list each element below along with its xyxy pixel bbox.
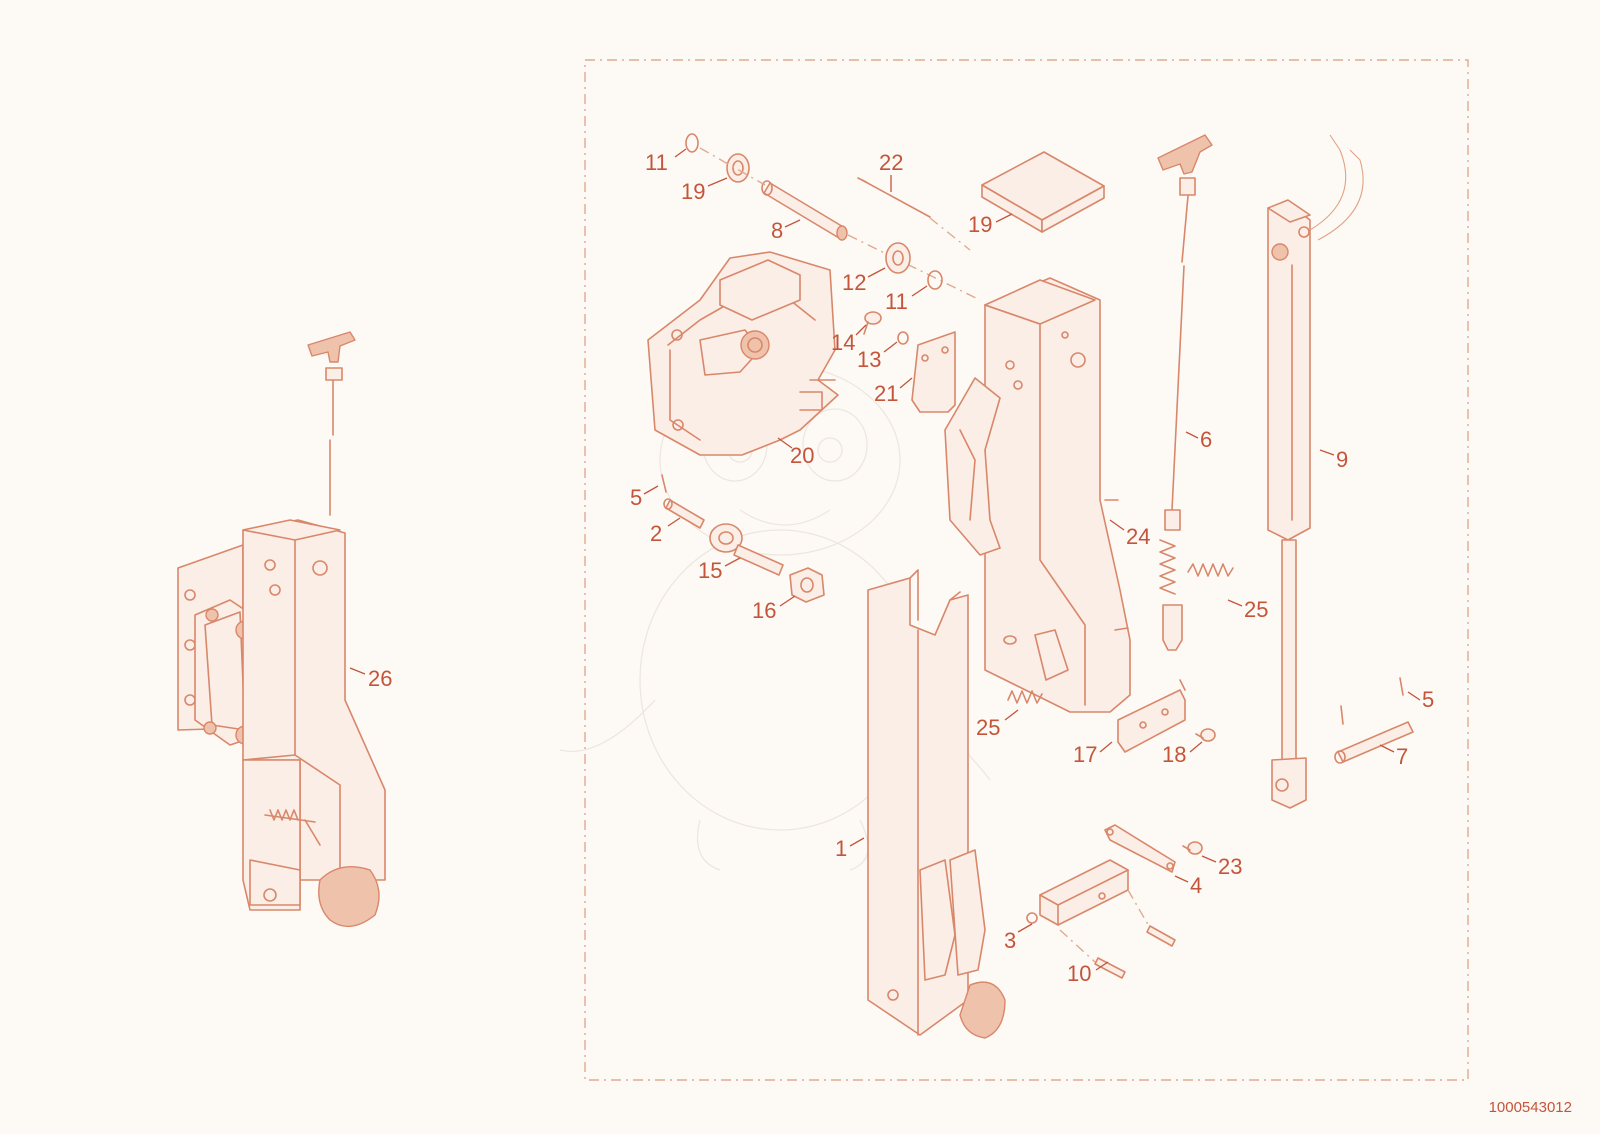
callout-8: 8 bbox=[771, 218, 801, 243]
callout-7: 7 bbox=[1379, 744, 1408, 769]
part-6-t-handle-rod bbox=[1157, 134, 1213, 651]
part-1-latch-leg bbox=[867, 569, 1006, 1039]
callout-11: 11 bbox=[885, 285, 928, 314]
callout-12: 12 bbox=[842, 267, 886, 295]
callout-16: 16 bbox=[752, 595, 796, 623]
callout-text: 19 bbox=[968, 212, 992, 237]
callout-19-bushing: 19 bbox=[681, 177, 728, 204]
callout-text: 23 bbox=[1218, 854, 1242, 879]
part-25-spring-upper bbox=[1187, 563, 1234, 577]
callout-14: 14 bbox=[831, 324, 867, 355]
part-5-roll-pin-right bbox=[1399, 677, 1404, 696]
part-24-housing bbox=[944, 277, 1131, 713]
part-10-pin bbox=[1094, 925, 1176, 979]
part-4-link-bar bbox=[1104, 824, 1176, 873]
part-16-hex-nut bbox=[789, 567, 825, 603]
part-20-mounting-plate bbox=[647, 251, 839, 456]
callout-text: 22 bbox=[879, 150, 903, 175]
callout-text: 5 bbox=[630, 485, 642, 510]
part-5-roll-pin-left bbox=[661, 474, 667, 493]
callout-text: 11 bbox=[645, 150, 668, 175]
part-23-screw bbox=[1182, 841, 1203, 855]
callout-1: 1 bbox=[835, 836, 865, 861]
part-7-pin bbox=[1334, 721, 1414, 764]
part-3-cam-block bbox=[1026, 859, 1129, 926]
callout-6: 6 bbox=[1185, 427, 1212, 452]
callout-text: 26 bbox=[368, 666, 392, 691]
callout-20: 20 bbox=[777, 437, 814, 468]
callout-text: 19 bbox=[681, 179, 705, 204]
callout-text: 12 bbox=[842, 270, 866, 295]
callout-text: 25 bbox=[1244, 597, 1268, 622]
callout-25-lower: 25 bbox=[976, 709, 1019, 740]
callout-text: 18 bbox=[1162, 742, 1186, 767]
callout-11-top: 11 bbox=[645, 148, 687, 175]
callout-text: 16 bbox=[752, 598, 776, 623]
callout-text: 9 bbox=[1336, 447, 1348, 472]
callout-4: 4 bbox=[1174, 873, 1202, 898]
callout-3: 3 bbox=[1004, 923, 1033, 953]
callout-text: 15 bbox=[698, 558, 722, 583]
part-17-slide-plate bbox=[1117, 679, 1186, 753]
callout-text: 2 bbox=[650, 521, 662, 546]
assembly-boundary-frame bbox=[584, 59, 1469, 1081]
callout-text: 24 bbox=[1126, 524, 1150, 549]
callout-text: 14 bbox=[831, 330, 855, 355]
part-15-eye-bolt bbox=[709, 523, 784, 576]
roll-pin-small bbox=[1340, 705, 1344, 725]
callout-2: 2 bbox=[650, 517, 681, 546]
callout-text: 7 bbox=[1396, 744, 1408, 769]
callout-21: 21 bbox=[874, 377, 913, 406]
callout-24: 24 bbox=[1109, 519, 1150, 549]
part-22-long-bolt bbox=[857, 177, 931, 218]
callout-text: 13 bbox=[857, 347, 881, 372]
callout-9: 9 bbox=[1319, 447, 1348, 472]
callout-19-plate: 19 bbox=[968, 212, 1013, 237]
callout-text: 1 bbox=[835, 836, 847, 861]
callout-labels: 11 19 8 22 19 12 11 14 bbox=[349, 148, 1434, 986]
callout-26: 26 bbox=[349, 666, 392, 691]
part-12-bushing bbox=[885, 242, 911, 274]
part-8-pin bbox=[761, 180, 848, 241]
part-26-complete-assembly bbox=[177, 331, 386, 928]
part-13-washer bbox=[897, 331, 909, 345]
callout-text: 11 bbox=[885, 289, 908, 314]
part-9-gas-strut bbox=[1267, 134, 1364, 809]
document-number: 1000543012 bbox=[1488, 1099, 1572, 1116]
part-21-bracket-plate bbox=[911, 331, 956, 413]
callout-text: 20 bbox=[790, 443, 814, 468]
callout-23: 23 bbox=[1201, 854, 1242, 879]
part-11-retaining-ring-top bbox=[685, 133, 699, 153]
callout-text: 8 bbox=[771, 218, 783, 243]
callout-text: 25 bbox=[976, 715, 1000, 740]
callout-text: 21 bbox=[874, 381, 898, 406]
part-11-retaining-ring bbox=[927, 270, 943, 290]
callout-15: 15 bbox=[698, 557, 741, 583]
callout-text: 6 bbox=[1200, 427, 1212, 452]
callout-13: 13 bbox=[857, 341, 898, 372]
callout-10: 10 bbox=[1067, 961, 1109, 986]
callout-text: 3 bbox=[1004, 928, 1016, 953]
callout-text: 10 bbox=[1067, 961, 1091, 986]
callout-25-upper: 25 bbox=[1227, 597, 1268, 622]
part-19-cap-plate bbox=[981, 151, 1105, 233]
callout-5-left: 5 bbox=[630, 485, 659, 510]
callout-18: 18 bbox=[1162, 741, 1203, 767]
callout-text: 5 bbox=[1422, 687, 1434, 712]
part-25-spring-lower bbox=[1007, 690, 1043, 704]
callout-text: 4 bbox=[1190, 873, 1202, 898]
callout-17: 17 bbox=[1073, 741, 1113, 767]
part-19-bushing bbox=[726, 153, 750, 183]
callout-text: 17 bbox=[1073, 742, 1097, 767]
part-14-screw bbox=[863, 311, 882, 335]
callout-5-right: 5 bbox=[1407, 687, 1434, 712]
part-2-clevis-pin bbox=[663, 498, 705, 529]
part-18-screw bbox=[1195, 728, 1216, 742]
callout-22: 22 bbox=[879, 150, 903, 192]
